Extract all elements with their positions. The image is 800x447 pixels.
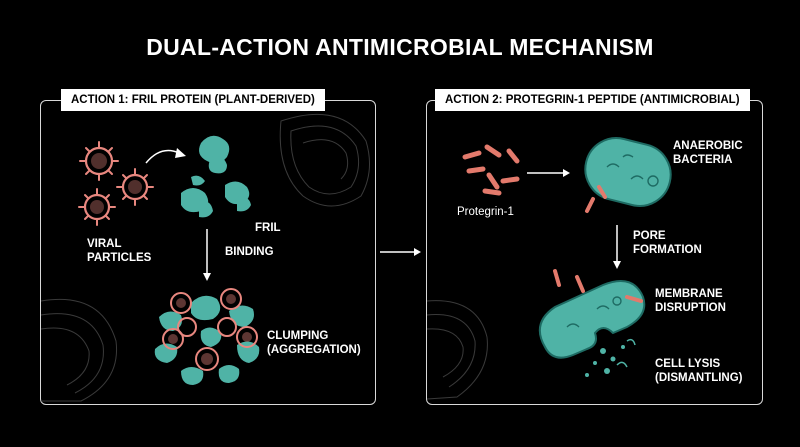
panel-fril-header: ACTION 1: FRIL PROTEIN (PLANT-DERIVED) bbox=[61, 89, 325, 111]
cell-lysis-label: CELL LYSIS (DISMANTLING) bbox=[655, 358, 743, 384]
arrow-to-bacteria bbox=[527, 169, 570, 177]
panel-protegrin-header: ACTION 2: PROTEGRIN-1 PEPTIDE (ANTIMICRO… bbox=[435, 89, 750, 111]
curved-arrow bbox=[145, 148, 186, 164]
bacteria-label: ANAEROBIC BACTERIA bbox=[673, 140, 743, 166]
fril-label: FRIL bbox=[255, 222, 281, 234]
viral-particles bbox=[78, 141, 154, 226]
membrane-disruption-label: MEMBRANE DISRUPTION bbox=[655, 288, 726, 314]
virus-particle bbox=[78, 188, 116, 226]
protegrin-label: Protegrin-1 bbox=[457, 206, 514, 218]
panel-protegrin-art bbox=[427, 137, 672, 400]
lysis-debris bbox=[585, 345, 625, 377]
fril-protein bbox=[181, 135, 251, 218]
anaerobic-bacterium bbox=[584, 137, 672, 213]
page-title: DUAL-ACTION ANTIMICROBIAL MECHANISM bbox=[146, 34, 654, 60]
between-panels-arrow bbox=[380, 248, 421, 256]
disrupted-bacterium bbox=[538, 269, 646, 377]
panel-fril-art bbox=[41, 113, 371, 402]
binding-label: BINDING bbox=[225, 246, 274, 258]
background-cell-outline bbox=[427, 300, 488, 400]
clumping-label: CLUMPING (AGGREGATION) bbox=[267, 330, 361, 356]
pore-formation-arrow bbox=[613, 225, 621, 269]
panel-fril-action: ACTION 1: FRIL PROTEIN (PLANT-DERIVED) bbox=[40, 89, 376, 405]
virus-particle bbox=[79, 141, 119, 181]
viral-particles-label: VIRAL PARTICLES bbox=[87, 238, 152, 264]
protegrin-peptides bbox=[462, 144, 520, 196]
pore-formation-label: PORE FORMATION bbox=[633, 230, 702, 256]
clumped-virus-particles bbox=[162, 288, 258, 371]
background-cell-outline bbox=[41, 113, 371, 402]
panel-protegrin-action: ACTION 2: PROTEGRIN-1 PEPTIDE (ANTIMICRO… bbox=[426, 89, 763, 405]
binding-arrow bbox=[203, 229, 211, 281]
aggregate-clump bbox=[154, 288, 260, 385]
virus-particle bbox=[116, 168, 154, 206]
